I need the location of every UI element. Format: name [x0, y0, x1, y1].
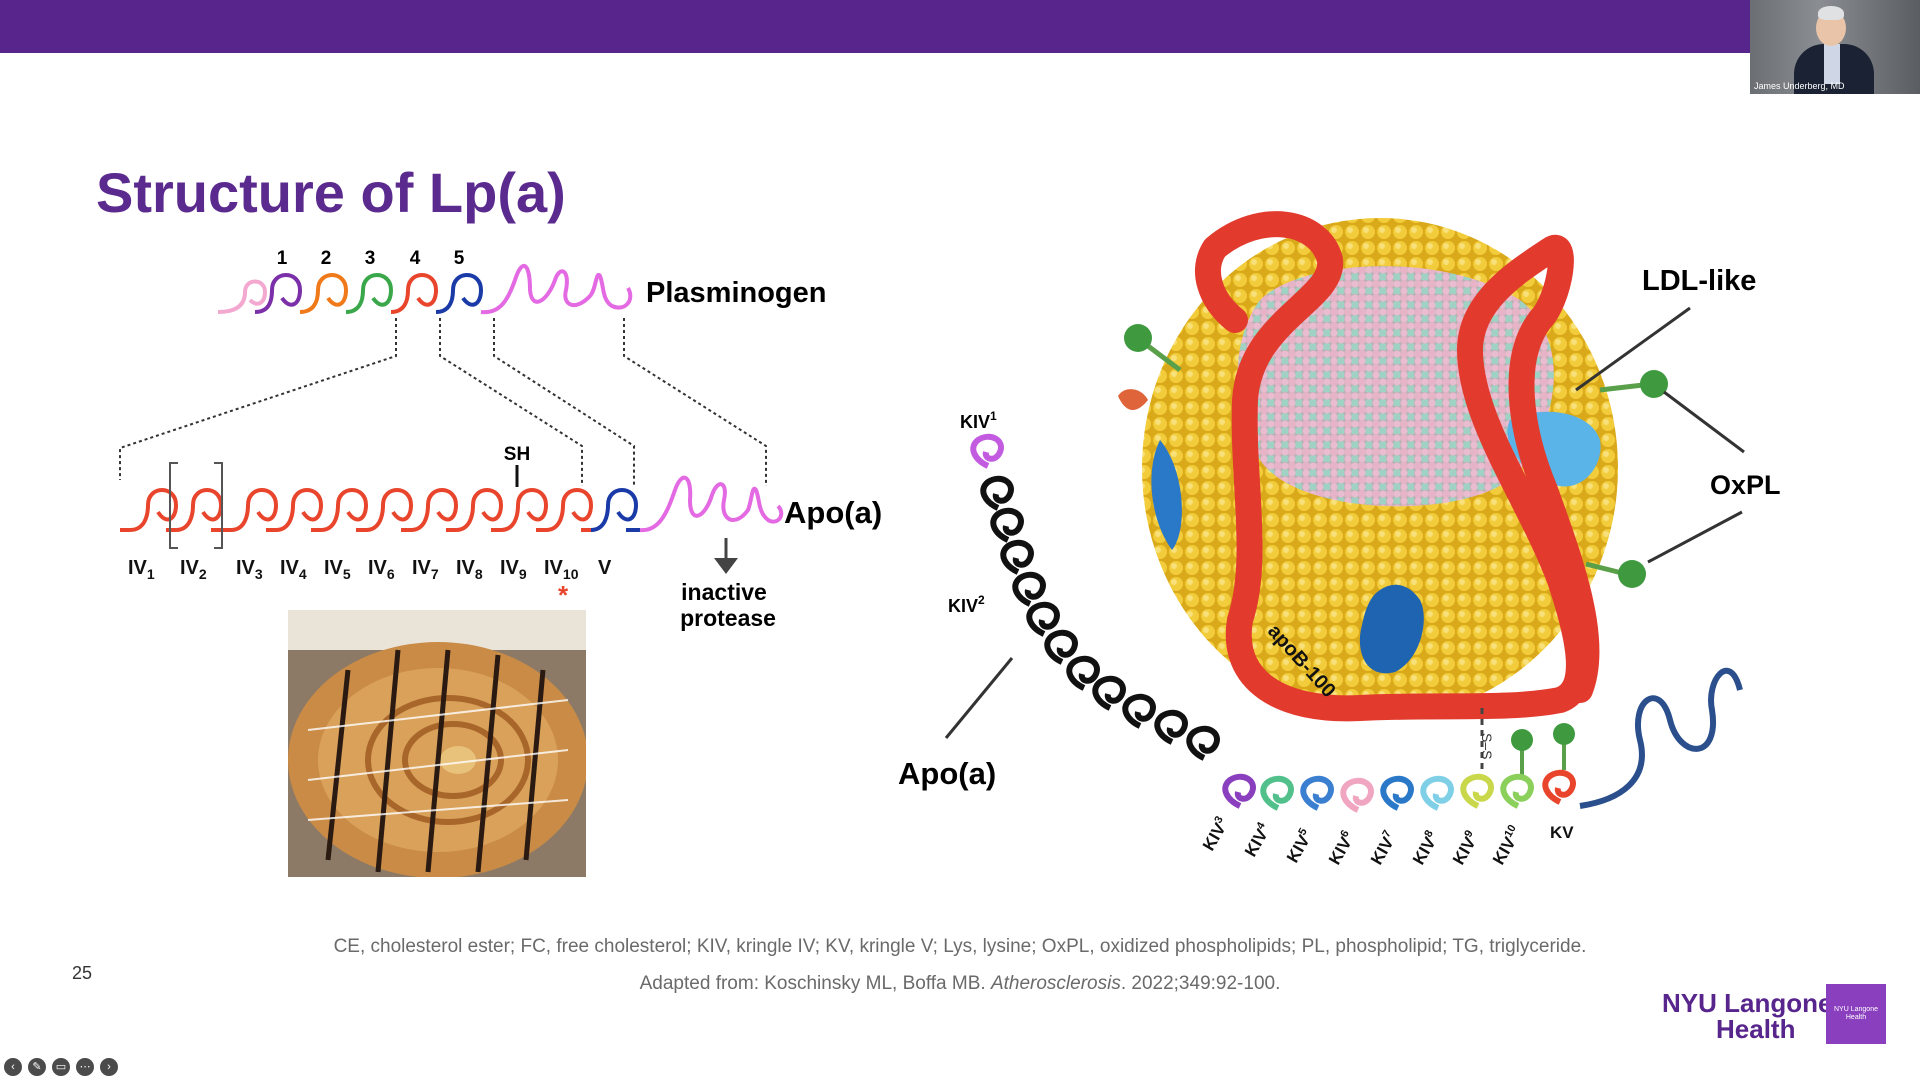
plasminogen-label: Plasminogen	[646, 277, 827, 309]
presentation-controls: ‹ ✎ ▭ ⋯ ›	[4, 1058, 118, 1076]
kringle-number-2: 2	[321, 248, 332, 269]
kiv7-label: KIV7	[1366, 828, 1401, 868]
presenter-name: James Underberg, MD	[1754, 81, 1845, 91]
presenter-video-tile[interactable]: James Underberg, MD	[1750, 0, 1920, 94]
slide-number: 25	[72, 963, 93, 983]
kiv3-label: KIV3	[1198, 814, 1233, 854]
oxpl-label: OxPL	[1710, 470, 1781, 500]
pastry-photo	[288, 610, 586, 877]
slide-top-bar	[0, 0, 1920, 53]
kiv10-label: KIV10	[1488, 823, 1526, 868]
inactive-label: inactive	[681, 579, 767, 605]
next-slide-icon[interactable]: ›	[100, 1058, 118, 1076]
apoa-label-right: Apo(a)	[898, 756, 996, 791]
oxpl-molecules	[1118, 324, 1668, 778]
iv-label-5: IV5	[324, 557, 351, 582]
svg-text:S–S: S–S	[1479, 733, 1495, 759]
sh-label: SH	[504, 444, 530, 465]
kiv4-label: KIV4	[1240, 819, 1275, 860]
kringle-number-4: 4	[410, 248, 421, 269]
kringle-number-5: 5	[454, 248, 465, 269]
iv-label-8: IV8	[456, 557, 483, 582]
nyu-logo-box: NYU Langone Health	[1826, 984, 1886, 1044]
iv-label-1: IV1	[128, 557, 155, 582]
abbreviations-footnote: CE, cholesterol ester; FC, free choleste…	[333, 936, 1587, 957]
apoa-label-left: Apo(a)	[784, 495, 882, 530]
kringle-number-3: 3	[365, 248, 376, 269]
iv-label-10: IV10	[544, 557, 579, 582]
pastry-illustration	[288, 610, 586, 877]
source-citation: Adapted from: Koschinsky ML, Boffa MB. A…	[639, 973, 1281, 994]
slide-title: Structure of Lp(a)	[96, 161, 566, 224]
apoa-kringle-chain	[120, 475, 784, 533]
iv-label-6: IV6	[368, 557, 395, 582]
down-arrow-icon	[714, 558, 738, 574]
iv-label-7: IV7	[412, 557, 439, 582]
iv2-bracket	[169, 462, 223, 549]
ldl-particle	[1142, 211, 1618, 722]
protease-label: protease	[680, 605, 776, 631]
kiv6-label: KIV6	[1324, 828, 1359, 868]
iv-label-2: IV2	[180, 557, 207, 582]
disulfide-bond: S–S	[1479, 708, 1495, 770]
previous-slide-icon[interactable]: ‹	[4, 1058, 22, 1076]
iv-label-9: IV9	[500, 557, 527, 582]
pen-icon[interactable]: ✎	[28, 1058, 46, 1076]
connector-lines	[119, 318, 767, 486]
iv-label-4: IV4	[280, 557, 307, 582]
kiv5-label: KIV5	[1282, 826, 1317, 866]
logo-line-1: NYU Langone	[1662, 988, 1833, 1018]
asterisk-mark: *	[558, 580, 569, 610]
logo-line-2: Health	[1716, 1014, 1796, 1044]
ldl-like-label: LDL-like	[1642, 265, 1756, 297]
kiv2-label: KIV2	[948, 593, 985, 616]
plasminogen-chain	[217, 264, 633, 315]
kiv9-label: KIV9	[1448, 828, 1483, 868]
apoa-spiral-chain	[970, 433, 1743, 813]
iv-kringle-labels: IV1 IV2 IV3 IV4 IV5 IV6 IV7 IV8 IV9 IV10…	[128, 557, 612, 582]
kringle-number-1: 1	[277, 248, 288, 269]
captions-icon[interactable]: ▭	[52, 1058, 70, 1076]
iv-label-3: IV3	[236, 557, 263, 582]
kiv1-label: KIV1	[960, 409, 997, 432]
kiv-chain-labels: KIV3 KIV4 KIV5 KIV6 KIV7 KIV8 KIV9 KIV10…	[1198, 814, 1574, 868]
kiv8-label: KIV8	[1408, 828, 1443, 868]
kv-label-right: KV	[1550, 823, 1574, 842]
kv-label-left: V	[598, 557, 612, 579]
more-options-icon[interactable]: ⋯	[76, 1058, 94, 1076]
